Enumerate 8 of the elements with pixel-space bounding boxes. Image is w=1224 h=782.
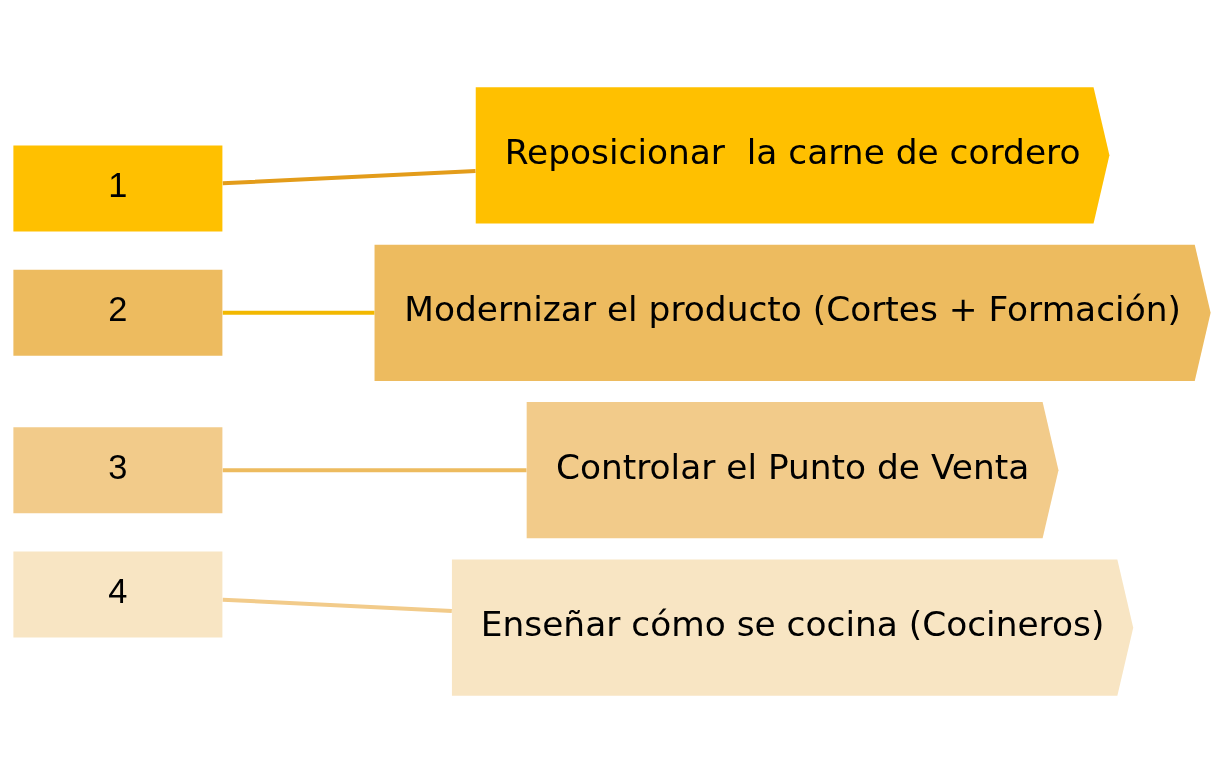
node-box: 1 [13,144,223,231]
connector [222,168,476,185]
node-box: 3 [13,426,223,513]
connector [222,310,375,315]
connector [222,467,527,472]
node-box: 4 [13,551,223,638]
connector [222,597,452,613]
node-box: 2 [13,269,223,356]
